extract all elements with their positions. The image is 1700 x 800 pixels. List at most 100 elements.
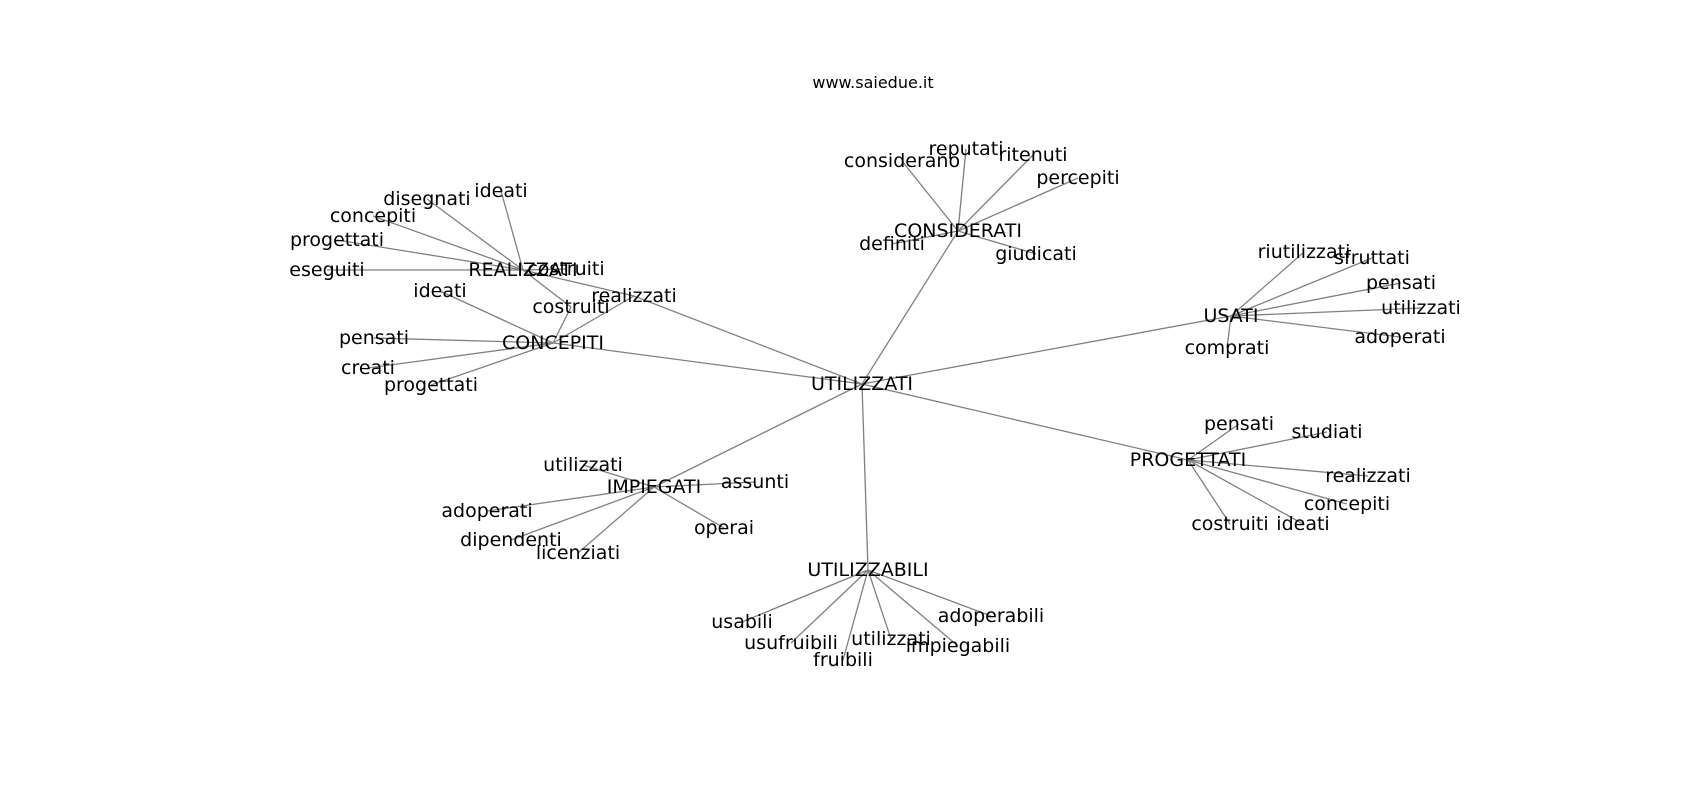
node-label-u5: adoperati — [1354, 326, 1445, 348]
edge-considerati-c2 — [957, 148, 967, 232]
edge-impiegati-i4 — [510, 486, 655, 541]
node-label-r5: eseguiti — [289, 259, 364, 281]
node-label-progettati_h: PROGETTATI — [1130, 449, 1246, 471]
page-title: www.saiedue.it — [812, 73, 933, 92]
edge-impiegati-i6 — [653, 486, 725, 529]
edge-considerati-c5 — [891, 230, 959, 245]
edge-concepiti_h-k2 — [373, 337, 554, 344]
node-label-i3: adoperati — [441, 500, 532, 522]
node-label-b5: impiegabili — [906, 635, 1010, 657]
node-label-p6: costruiti — [1191, 513, 1268, 535]
edge-usati-u6 — [1226, 315, 1232, 349]
edge-progettati_h-p6 — [1187, 459, 1231, 525]
edge-impiegati-i3 — [486, 486, 655, 512]
node-label-i6: operai — [694, 517, 754, 539]
edge-progettati_h-p3 — [1187, 459, 1369, 477]
node-label-root: UTILIZZATI — [811, 373, 913, 395]
edge-root-concepiti_h — [552, 342, 863, 385]
edge-concepiti_h-k5 — [552, 306, 572, 344]
edge-progettati_h-p5 — [1187, 459, 1304, 525]
edge-progettati_h-p4 — [1187, 459, 1348, 505]
node-label-impiegati: IMPIEGATI — [607, 476, 702, 498]
node-label-i4: dipendenti — [460, 529, 562, 551]
node-label-k1: ideati — [413, 280, 466, 302]
node-label-p5: ideati — [1276, 513, 1329, 535]
node-label-k3: creati — [341, 357, 395, 379]
labels-layer: UTILIZZATICONSIDERATIUSATIPROGETTATIUTIL… — [289, 138, 1461, 671]
node-label-r6: costruiti — [527, 258, 604, 280]
node-label-c1: considerano — [844, 150, 960, 172]
edge-utilizzabili-b3 — [842, 569, 869, 661]
edge-realizzati_h-r3 — [372, 215, 524, 271]
edge-progettati_h-p1 — [1187, 423, 1240, 461]
node-label-k6: realizzati — [591, 285, 677, 307]
node-label-c3: ritenuti — [998, 144, 1067, 166]
node-label-p2: studiati — [1291, 421, 1362, 443]
node-label-c2: reputati — [928, 138, 1003, 160]
edge-impiegati-i1 — [582, 464, 655, 488]
edge-concepiti_h-k3 — [367, 342, 554, 369]
node-label-b1: usabili — [711, 611, 772, 633]
edge-considerati-c4 — [957, 177, 1079, 232]
edge-utilizzabili-b2 — [790, 569, 869, 644]
edge-k6-realizzati_h — [522, 269, 635, 297]
edge-utilizzabili-b5 — [867, 569, 959, 647]
node-label-c4: percepiti — [1036, 167, 1119, 189]
edge-realizzati_h-r2 — [500, 190, 524, 271]
node-label-k2: pensati — [339, 327, 409, 349]
node-label-r3: concepiti — [330, 205, 416, 227]
node-label-r2: ideati — [474, 180, 527, 202]
edge-impiegati-i2 — [653, 481, 756, 488]
node-label-r4: progettati — [290, 229, 384, 251]
edge-realizzati_h-r4 — [336, 239, 524, 271]
edge-realizzati_h-r6 — [522, 268, 567, 271]
node-label-b6: adoperabili — [938, 605, 1044, 627]
node-label-i2: assunti — [721, 471, 789, 493]
node-label-b4: utilizzati — [851, 628, 931, 650]
node-label-realizzati_h: REALIZZATI — [468, 259, 577, 281]
node-label-p4: concepiti — [1304, 493, 1390, 515]
node-label-u2: sfruttati — [1334, 247, 1410, 269]
edge-impiegati-i5 — [577, 486, 655, 554]
edge-usati-u2 — [1230, 257, 1373, 317]
edge-root-impiegati — [653, 383, 863, 488]
node-label-k5: costruiti — [532, 296, 609, 318]
edge-root-considerati — [861, 230, 959, 385]
edge-usati-u5 — [1230, 315, 1401, 338]
edge-concepiti_h-k1 — [439, 290, 554, 344]
edge-utilizzabili-b1 — [741, 569, 869, 623]
edge-usati-u4 — [1230, 307, 1422, 317]
edge-utilizzabili-b6 — [867, 569, 992, 617]
edge-root-usati — [861, 315, 1232, 385]
node-label-c6: giudicati — [995, 243, 1077, 265]
edge-root-utilizzabili — [861, 383, 869, 571]
edge-considerati-c3 — [957, 154, 1034, 232]
node-label-i5: licenziati — [536, 542, 620, 564]
edge-root-k6 — [633, 295, 863, 385]
edge-concepiti_h-k6 — [552, 295, 635, 344]
node-label-p1: pensati — [1204, 413, 1274, 435]
edge-realizzati_h-k5 — [522, 269, 572, 308]
node-label-b3: fruibili — [813, 649, 873, 671]
node-label-utilizzabili: UTILIZZABILI — [807, 559, 928, 581]
edge-considerati-c6 — [957, 230, 1037, 255]
edge-considerati-c1 — [901, 160, 959, 232]
node-label-b2: usufruibili — [744, 632, 838, 654]
node-label-c5: definiti — [859, 233, 925, 255]
node-label-u4: utilizzati — [1381, 297, 1461, 319]
node-label-k4: progettati — [384, 374, 478, 396]
node-label-concepiti_h: CONCEPITI — [502, 332, 604, 354]
node-label-usati: USATI — [1203, 305, 1258, 327]
node-label-p3: realizzati — [1325, 465, 1411, 487]
edge-concepiti_h-k4 — [430, 342, 554, 386]
edge-usati-u3 — [1230, 282, 1402, 317]
edge-realizzati_h-r1 — [426, 198, 524, 271]
node-label-u3: pensati — [1366, 272, 1436, 294]
edge-utilizzabili-b4 — [867, 569, 892, 640]
edge-root-progettati_h — [861, 383, 1189, 461]
edge-progettati_h-p2 — [1187, 431, 1328, 461]
edge-usati-u1 — [1230, 251, 1305, 317]
node-label-u6: comprati — [1185, 337, 1270, 359]
